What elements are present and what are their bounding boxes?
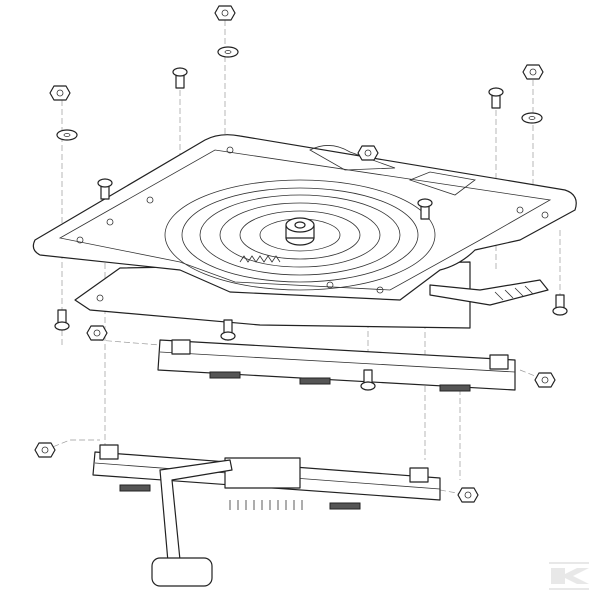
swivel-plate xyxy=(32,134,577,302)
handle-grip xyxy=(151,557,213,587)
bolt-icon xyxy=(417,198,433,220)
nut-icon xyxy=(86,325,108,341)
nut-icon xyxy=(522,64,544,80)
nut-icon xyxy=(357,145,379,161)
bolt-icon xyxy=(172,67,188,89)
bolt-icon xyxy=(97,178,113,200)
nut-icon xyxy=(49,85,71,101)
bolt-icon xyxy=(220,319,236,341)
bolt-icon xyxy=(360,369,376,391)
nut-icon xyxy=(457,487,479,503)
seat-slide-rail xyxy=(157,339,516,392)
bolt-icon xyxy=(488,87,504,109)
nut-icon xyxy=(214,5,236,21)
plate-holes xyxy=(76,146,549,302)
washer-icon xyxy=(217,46,239,58)
washers xyxy=(56,46,543,141)
release-lever xyxy=(429,279,549,306)
bolt-icon xyxy=(552,294,568,316)
bolt-icon xyxy=(54,309,70,331)
bolts xyxy=(54,67,568,391)
washer-icon xyxy=(56,129,78,141)
seat-slide-rail-with-handle xyxy=(92,444,441,587)
spring xyxy=(239,255,281,263)
nuts xyxy=(34,5,556,503)
nut-icon xyxy=(34,442,56,458)
nut-icon xyxy=(534,372,556,388)
center-knob xyxy=(285,217,315,246)
washer-icon xyxy=(521,112,543,124)
brand-logo xyxy=(549,562,589,590)
